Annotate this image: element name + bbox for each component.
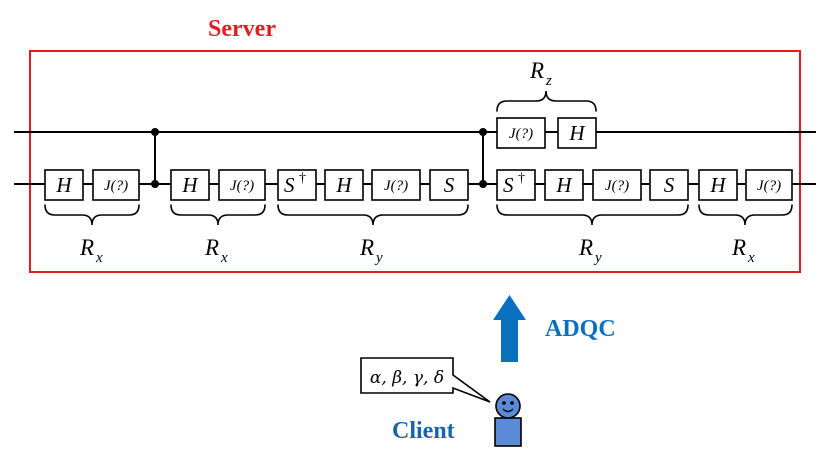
gate-s-2-label: S: [664, 173, 675, 197]
gate-h-3: [324, 169, 364, 201]
svg-text:z: z: [545, 73, 552, 89]
gate-j-3: [371, 169, 421, 201]
speech-bubble: [360, 357, 491, 403]
gate-sdag-1-label: S: [284, 173, 295, 197]
brace-ry-2: [496, 204, 689, 226]
gate-h-top: [557, 117, 597, 149]
label-rx-3: R x: [731, 235, 755, 266]
gate-h-5-label: H: [709, 173, 727, 197]
svg-text:x: x: [747, 250, 755, 266]
svg-text:R: R: [731, 235, 746, 260]
svg-text:R: R: [529, 58, 544, 83]
gate-h-4-label: H: [555, 173, 573, 197]
label-ry-2: R y: [578, 235, 602, 266]
gate-h-1-label: H: [55, 173, 73, 197]
client-params: α, β, γ, δ: [370, 368, 444, 388]
adqc-arrow: [493, 295, 526, 362]
gate-h-5: [698, 169, 738, 201]
client-avatar-icon: [494, 393, 522, 447]
gate-sdag-2-dagger: †: [518, 171, 525, 186]
cz-gate-2: [479, 128, 487, 188]
gate-s-1-label: S: [444, 173, 455, 197]
gate-h-2-label: H: [181, 173, 199, 197]
gate-h-4: [544, 169, 584, 201]
gate-j-4-label: J(?): [605, 178, 629, 194]
gate-j-3-label: J(?): [384, 178, 408, 194]
gate-h-3-label: H: [335, 173, 353, 197]
gate-j-1: [92, 169, 140, 201]
svg-text:y: y: [593, 250, 602, 266]
gate-sdag-1-dagger: †: [299, 171, 306, 186]
brace-rx-1: [44, 204, 140, 226]
adqc-label: ADQC: [545, 316, 616, 342]
gate-j-2-label: J(?): [230, 178, 254, 194]
label-ry-1: R y: [359, 235, 383, 266]
gate-sdag-1: [277, 169, 317, 201]
gate-j-top: [496, 117, 546, 149]
brace-ry-1: [277, 204, 469, 226]
gate-j-top-label: J(?): [509, 126, 533, 142]
svg-text:R: R: [204, 235, 219, 260]
gate-sdag-2: [496, 169, 536, 201]
svg-text:R: R: [578, 235, 593, 260]
gate-j-5: [745, 169, 793, 201]
gate-h-top-label: H: [568, 121, 586, 145]
svg-text:R: R: [79, 235, 94, 260]
brace-rx-2: [170, 204, 266, 226]
gate-j-2: [218, 169, 266, 201]
gate-s-1: [429, 169, 469, 201]
gate-s-2: [649, 169, 689, 201]
gate-j-4: [592, 169, 642, 201]
gate-h-2: [170, 169, 210, 201]
cz-gate-1: [151, 128, 159, 188]
client-label: Client: [392, 418, 455, 444]
label-rx-2: R x: [204, 235, 228, 266]
svg-text:R: R: [359, 235, 374, 260]
gate-j-5-label: J(?): [757, 178, 781, 194]
label-rx-1: R x: [79, 235, 103, 266]
server-box: [29, 50, 801, 273]
gate-j-1-label: J(?): [104, 178, 128, 194]
svg-text:x: x: [95, 250, 103, 266]
gate-h-1: [44, 169, 84, 201]
svg-text:y: y: [374, 250, 383, 266]
brace-rx-3: [698, 204, 793, 226]
brace-rz: [496, 90, 597, 112]
label-rz: R z: [529, 58, 552, 89]
gate-sdag-2-label: S: [503, 173, 514, 197]
svg-text:x: x: [220, 250, 228, 266]
server-title: Server: [208, 16, 276, 42]
